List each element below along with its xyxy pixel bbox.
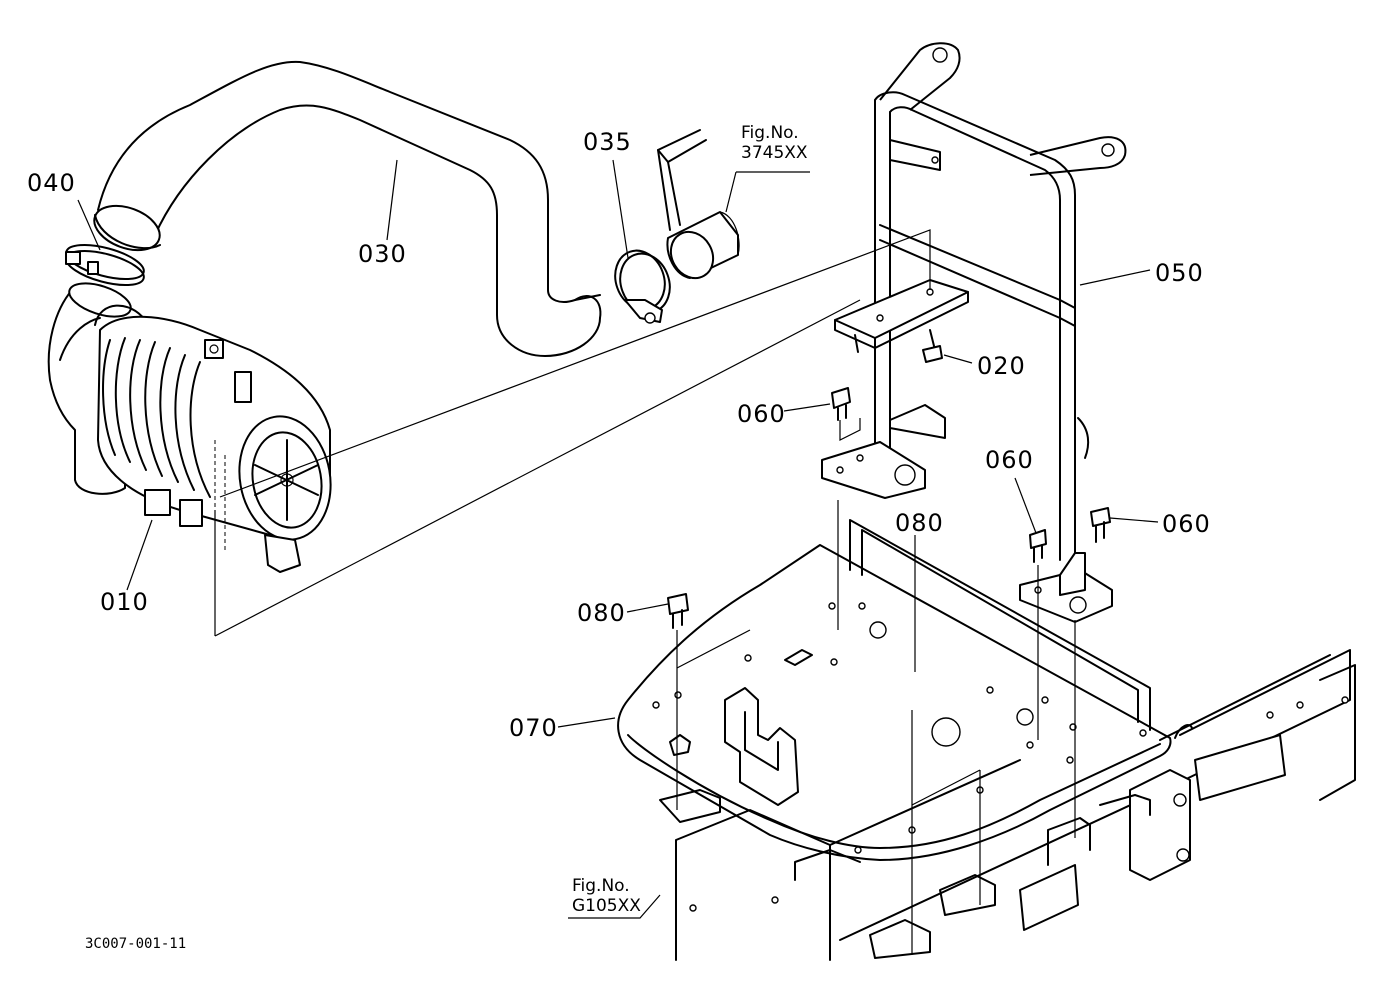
figure-ref-lower: Fig.No. G105XX	[572, 876, 641, 916]
figure-ref-upper-label: Fig.No.	[741, 123, 799, 143]
air-cleaner-assembly	[47, 282, 332, 573]
support-frame	[821, 42, 1127, 623]
part-label-060-b: 060	[985, 446, 1034, 474]
part-label-050: 050	[1155, 259, 1204, 287]
part-label-035: 035	[583, 128, 632, 156]
bolt-080-a	[667, 593, 689, 629]
bolt-020	[922, 329, 943, 363]
bolt-060-b	[1029, 529, 1047, 563]
document-code: 3C007-001-11	[85, 936, 187, 952]
hose-clamp-035	[614, 249, 671, 324]
figure-ref-lower-number: G105XX	[572, 895, 641, 916]
part-label-040: 040	[27, 169, 76, 197]
bolt-060-a	[831, 387, 851, 421]
hose-clamp-040	[65, 243, 145, 287]
floor-plate	[617, 519, 1172, 861]
part-label-010: 010	[100, 588, 149, 616]
part-label-080-b: 080	[577, 599, 626, 627]
part-label-080-a: 080	[895, 509, 944, 537]
figure-ref-upper-number: 3745XX	[741, 142, 808, 163]
part-label-030: 030	[358, 240, 407, 268]
part-label-060-c: 060	[1162, 510, 1211, 538]
figure-ref-upper: Fig.No. 3745XX	[741, 123, 808, 163]
part-label-070: 070	[509, 714, 558, 742]
part-label-060-a: 060	[737, 400, 786, 428]
leader-lines	[77, 159, 1159, 960]
bolt-060-c	[1090, 507, 1111, 543]
air-intake-hose	[93, 60, 602, 357]
figure-ref-lower-label: Fig.No.	[572, 876, 630, 896]
intake-pipe-ref	[657, 129, 740, 280]
part-label-020: 020	[977, 352, 1026, 380]
chassis-frame-ref	[659, 649, 1356, 961]
